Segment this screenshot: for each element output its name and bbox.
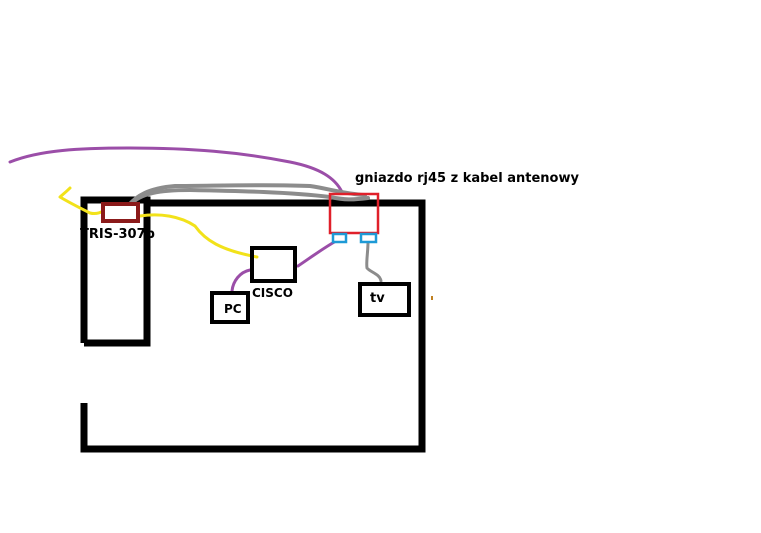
cisco-router-box <box>250 246 297 283</box>
purple-cable-cisco <box>296 239 338 268</box>
rj45-socket-box <box>328 192 380 235</box>
rj45-port-left <box>331 232 348 244</box>
yellow-cable-cisco <box>138 213 259 259</box>
tv-label: tv <box>370 291 385 306</box>
right-room-outline <box>80 199 426 453</box>
grey-cable-top <box>123 183 367 212</box>
grey-cable-tv <box>365 240 383 283</box>
grey-cable-top-2 <box>128 188 370 207</box>
yellow-cable-outer <box>58 186 105 216</box>
pc-label: PC <box>224 302 242 316</box>
tris-307p-device <box>101 202 140 223</box>
tris-307p-label: TRIS-307p <box>80 227 155 242</box>
cisco-label: CISCO <box>252 286 293 300</box>
socket-label: gniazdo rj45 z kabel antenowy <box>355 171 579 186</box>
purple-cable-pc <box>230 268 252 293</box>
rj45-port-right <box>359 232 378 244</box>
tris-307p-box <box>101 202 140 223</box>
pc-box <box>210 291 250 324</box>
left-room-outline <box>80 196 151 347</box>
purple-cable-top <box>8 146 344 194</box>
stray-mark <box>431 296 433 300</box>
house-walls <box>80 196 426 453</box>
tv-box <box>358 282 411 317</box>
cables <box>8 146 383 293</box>
rj45-socket <box>328 192 380 244</box>
